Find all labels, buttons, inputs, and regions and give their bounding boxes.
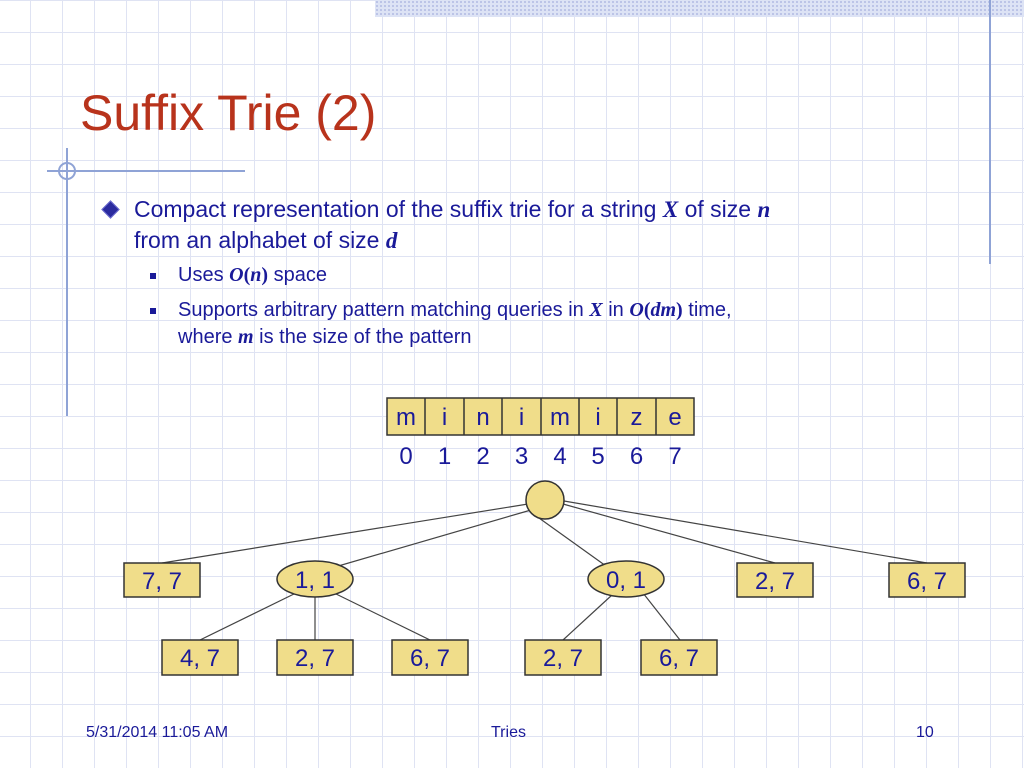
string-char: i: [442, 404, 447, 431]
frame-line-title: [47, 170, 245, 172]
math-paren: (: [243, 264, 251, 286]
math-var-m: m: [238, 326, 254, 348]
trie-level-1: 7, 7 1, 1 0, 1 2, 7 6, 7: [123, 560, 966, 598]
string-char: n: [476, 404, 489, 431]
string-char: i: [595, 404, 600, 431]
subbullet-pattern-matching: Supports arbitrary pattern matching quer…: [100, 297, 980, 351]
subbullet-space: Uses O(n) space: [100, 262, 980, 289]
trie-leaf-label: 4, 7: [180, 645, 220, 672]
bullet-text: from an alphabet of size: [134, 227, 386, 253]
string-index: 6: [630, 443, 643, 470]
subbullet-text: Uses: [178, 264, 230, 286]
trie-leaf-label: 6, 7: [907, 568, 947, 595]
math-paren: ): [676, 299, 683, 321]
string-index: 3: [515, 443, 528, 470]
trie-level-2: 4, 7 2, 7 6, 7 2, 7 6, 7: [161, 639, 718, 676]
string-char: m: [550, 404, 570, 431]
subbullet-text: where: [178, 326, 239, 348]
frame-line-right: [989, 0, 991, 264]
bullet-list: Compact representation of the suffix tri…: [100, 194, 980, 351]
math-var-x: X: [589, 299, 603, 321]
bullet-text: of size: [678, 196, 758, 222]
subbullet-text: is the size of the pattern: [253, 326, 472, 348]
string-char: m: [396, 404, 416, 431]
math-big-o: O: [629, 299, 644, 321]
math-var-n: n: [250, 264, 262, 286]
string-char: z: [631, 404, 643, 431]
trie-internal-label: 1, 1: [295, 567, 335, 594]
math-var-n: n: [757, 197, 771, 222]
trie-leaf-label: 2, 7: [755, 568, 795, 595]
string-array: m i n i m i z e 0 1 2 3 4 5 6 7: [386, 397, 695, 470]
math-var-x: X: [662, 197, 679, 222]
string-index: 1: [438, 443, 451, 470]
bullet-text: Compact representation of the suffix tri…: [134, 196, 663, 222]
square-bullet-icon: [150, 308, 156, 314]
frame-line-left: [66, 148, 68, 416]
subbullet-text: in: [602, 299, 630, 321]
string-index: 7: [668, 443, 681, 470]
footer-topic: Tries: [491, 724, 526, 741]
square-bullet-icon: [150, 273, 156, 279]
string-index: 5: [591, 443, 604, 470]
string-char: e: [668, 404, 681, 431]
trie-edges: [161, 500, 928, 641]
subbullet-text: Supports arbitrary pattern matching quer…: [178, 299, 590, 321]
trie-leaf-label: 2, 7: [295, 645, 335, 672]
crosshair-decor: [58, 162, 76, 180]
string-index: 2: [476, 443, 489, 470]
slide-title: Suffix Trie (2): [80, 85, 377, 141]
bullet-compact-representation: Compact representation of the suffix tri…: [100, 194, 980, 256]
subbullet-text: time,: [682, 299, 732, 321]
trie-internal-label: 0, 1: [606, 567, 646, 594]
math-var-d: d: [385, 228, 398, 253]
trie-leaf-label: 6, 7: [659, 645, 699, 672]
string-index: 4: [553, 443, 566, 470]
trie-leaf-label: 2, 7: [543, 645, 583, 672]
math-paren: ): [261, 264, 269, 286]
string-char: i: [519, 404, 524, 431]
math-var-dm: dm: [650, 299, 677, 321]
top-decor-band: [375, 0, 1024, 17]
string-index: 0: [399, 443, 412, 470]
trie-root-node: [525, 480, 565, 520]
trie-leaf-label: 6, 7: [410, 645, 450, 672]
subbullet-text: space: [268, 264, 327, 286]
footer-page-number: 10: [916, 724, 934, 741]
math-paren: (: [643, 299, 651, 321]
footer-date: 5/31/2014 11:05 AM: [86, 724, 229, 741]
trie-leaf-label: 7, 7: [142, 568, 182, 595]
math-big-o: O: [229, 264, 244, 286]
